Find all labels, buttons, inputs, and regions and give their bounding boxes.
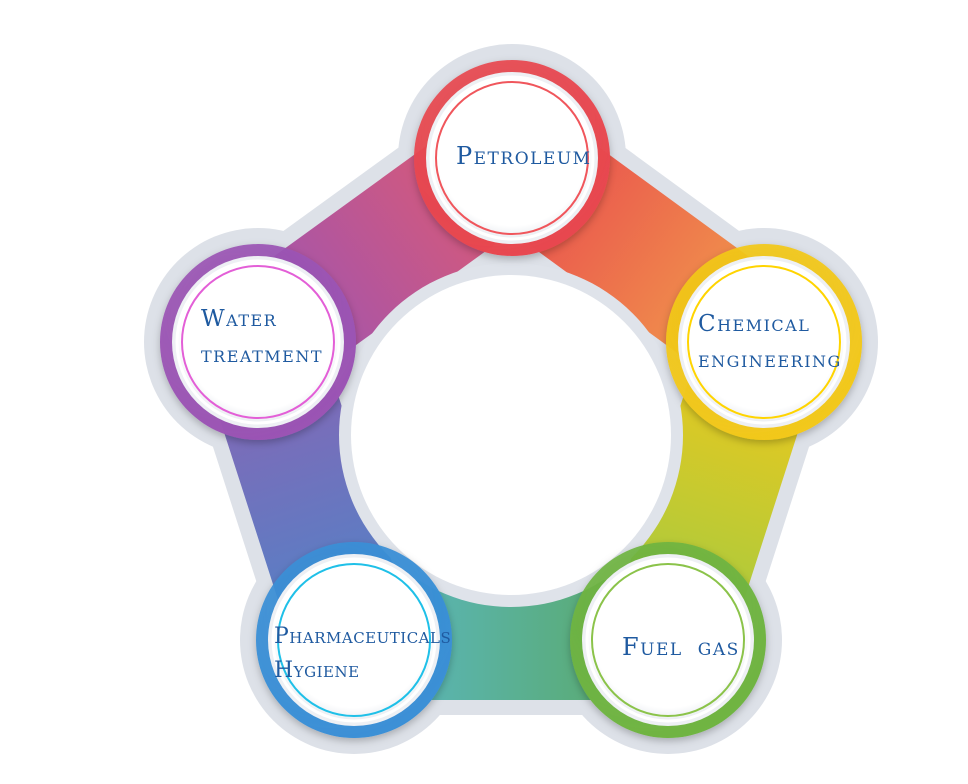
node-accent-ring-chemical bbox=[687, 265, 841, 419]
node-accent-ring-pharma bbox=[277, 563, 431, 717]
center-hole bbox=[351, 275, 671, 595]
node-label-fuel-line-1: Fuel gas bbox=[622, 633, 740, 661]
node-accent-ring-petroleum bbox=[435, 81, 589, 235]
node-chemical bbox=[666, 244, 862, 440]
node-accent-ring-fuel bbox=[591, 563, 745, 717]
node-label-chemical-line-1: Chemical bbox=[698, 311, 811, 337]
node-label-petroleum: Petroleum bbox=[456, 138, 592, 175]
node-face-water bbox=[175, 259, 341, 425]
node-label-chemical-line-2: engineering bbox=[698, 346, 842, 373]
node-label-fuel-gas: Fuel gas bbox=[622, 629, 740, 666]
node-label-pharmaceuticals-hygiene: Pharmaceuticals Hygiene bbox=[274, 620, 451, 688]
node-face-petroleum bbox=[429, 75, 595, 241]
node-petroleum bbox=[414, 60, 610, 256]
node-pharma bbox=[256, 542, 452, 738]
node-accent-ring-water bbox=[181, 265, 335, 419]
node-label-petroleum-line-1: Petroleum bbox=[456, 142, 592, 170]
node-label-pharma-line-2: Hygiene bbox=[274, 658, 360, 684]
node-label-water-line-1: Water bbox=[201, 306, 278, 332]
node-face-fuel bbox=[585, 557, 751, 723]
node-label-water-line-2: treatment bbox=[201, 341, 323, 368]
node-water bbox=[160, 244, 356, 440]
node-label-water-treatment: Water treatment bbox=[201, 302, 323, 373]
node-label-pharma-line-1: Pharmaceuticals bbox=[274, 624, 452, 649]
node-face-chemical bbox=[681, 259, 847, 425]
node-fuel bbox=[570, 542, 766, 738]
node-label-chemical-engineering: Chemical engineering bbox=[698, 307, 842, 378]
node-circles bbox=[160, 60, 862, 738]
node-face-pharma bbox=[271, 557, 437, 723]
